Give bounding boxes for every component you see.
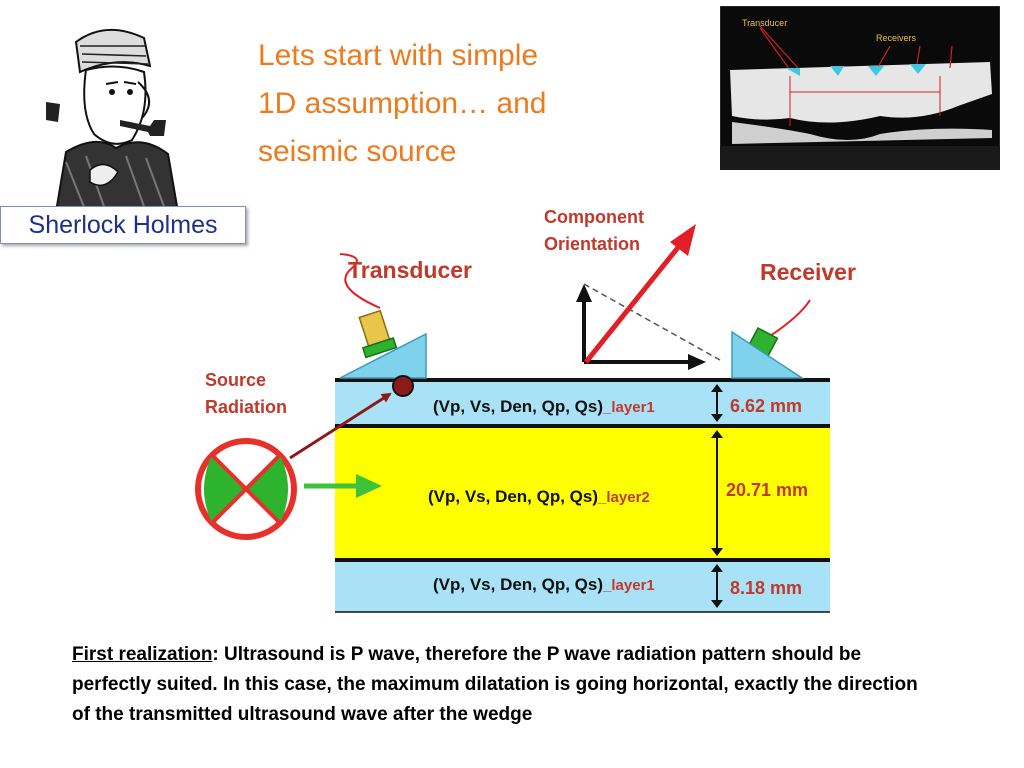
sherlock-holmes-portrait: [46, 22, 178, 212]
layer-1-band: [335, 382, 830, 424]
layer-3-band: [335, 562, 830, 612]
transducer-icon: [358, 309, 398, 359]
transducer-wedge: [339, 332, 427, 379]
receiver-wedge: [731, 330, 805, 379]
receiver-label: Receiver: [760, 259, 856, 285]
source-radiation-label: Source Radiation: [205, 370, 287, 417]
photo-receivers-label: Receivers: [876, 33, 917, 43]
component-orientation-vectors: [576, 224, 721, 370]
title-line-3: seismic source: [258, 135, 457, 168]
layer-3-thickness: 8.18 mm: [730, 578, 802, 598]
layer-1-params: (Vp, Vs, Den, Qp, Qs)_layer1: [433, 397, 655, 416]
slide-title: Lets start with simple 1D assumption… an…: [258, 32, 658, 176]
transducer-cable-icon: [339, 253, 381, 309]
first-realization-paragraph: First realization: Ultrasound is P wave,…: [72, 640, 932, 730]
radiation-pattern-icon: [195, 438, 297, 540]
experiment-photo: Transducer Receivers: [720, 6, 1000, 170]
first-realization-lead: First realization: [72, 644, 213, 665]
layer-2-params: (Vp, Vs, Den, Qp, Qs)_layer2: [428, 487, 650, 506]
thickness-marker-layer-3: [711, 564, 723, 608]
layer-1-thickness: 6.62 mm: [730, 396, 802, 416]
layer-2-band: [335, 426, 830, 558]
layered-model-diagram: (Vp, Vs, Den, Qp, Qs)_layer1 (Vp, Vs, De…: [195, 207, 856, 613]
transducer-label: Transducer: [348, 257, 472, 283]
layer-2-thickness: 20.71 mm: [726, 480, 808, 500]
source-link-arrow: [289, 392, 392, 460]
thickness-marker-layer-2: [711, 430, 723, 556]
first-realization-body: : Ultrasound is P wave, therefore the P …: [72, 644, 918, 725]
receiver-cable-icon: [769, 299, 811, 337]
source-point-icon: [392, 375, 414, 397]
title-line-2: 1D assumption… and: [258, 87, 547, 120]
thickness-marker-layer-1: [711, 384, 723, 422]
component-orientation-label: Component Orientation: [544, 207, 649, 254]
photo-transducer-label: Transducer: [742, 18, 787, 28]
sherlock-holmes-caption: Sherlock Holmes: [0, 206, 246, 244]
wave-direction-arrow: [304, 474, 382, 498]
title-line-1: Lets start with simple: [258, 39, 539, 72]
layer-3-params: (Vp, Vs, Den, Qp, Qs)_layer1: [433, 575, 655, 594]
